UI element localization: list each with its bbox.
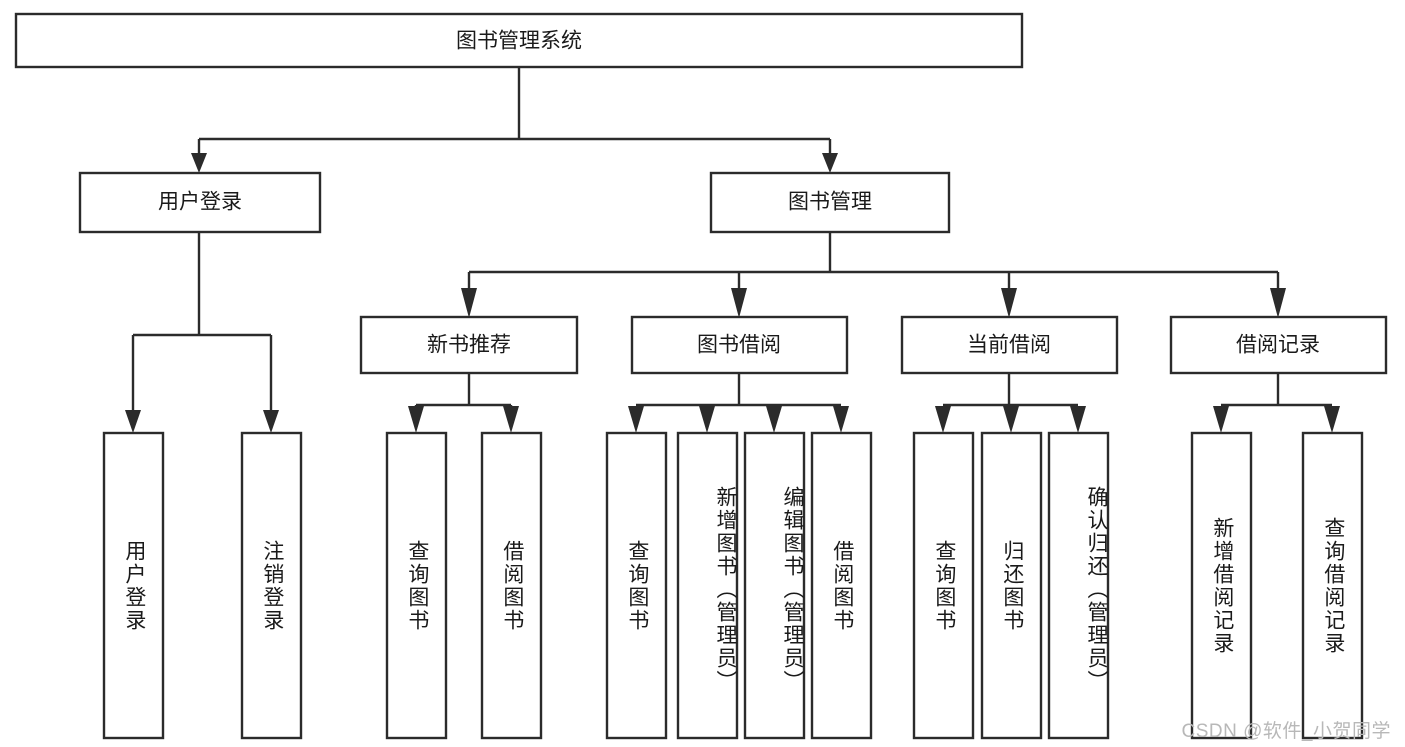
node-root-box[interactable] <box>14 12 1024 69</box>
arrow-head-icon-leaf-add-book <box>699 406 715 433</box>
node-leaf-return-book-box[interactable] <box>980 431 1043 740</box>
connector-group-new-book-recommend <box>408 373 519 433</box>
arrow-head-icon-leaf-confirm-return <box>1070 406 1086 433</box>
arrow-head-icon-book-borrow <box>731 288 747 318</box>
connector-group-book-borrow <box>628 373 849 433</box>
node-user-login-label: 用户登录 <box>158 191 242 214</box>
node-root[interactable]: 图书管理系统 <box>14 12 1024 69</box>
node-current-borrow-box[interactable] <box>900 315 1119 375</box>
arrow-head-icon-leaf-borrow-book-2 <box>833 406 849 433</box>
arrow-head-icon-leaf-user-login <box>125 410 141 433</box>
node-book-borrow[interactable]: 图书借阅 <box>630 315 849 375</box>
node-current-borrow[interactable]: 当前借阅 <box>900 315 1119 375</box>
node-leaf-borrow-book-1-box[interactable] <box>480 431 543 740</box>
node-new-book-recommend-label: 新书推荐 <box>427 334 511 357</box>
node-current-borrow-label: 当前借阅 <box>967 334 1051 357</box>
connector-group-root <box>191 67 838 173</box>
arrow-head-icon-leaf-query-record <box>1324 406 1340 433</box>
node-leaf-borrow-book-2-box[interactable] <box>810 431 873 740</box>
node-user-login-box[interactable] <box>78 171 322 234</box>
node-leaf-query-book-2-box[interactable] <box>605 431 668 740</box>
node-leaf-edit-book-box[interactable] <box>743 431 806 740</box>
csdn-watermark: CSDN @软件_小贺同学 <box>1181 721 1391 742</box>
arrow-head-icon-leaf-query-book-1 <box>408 406 424 433</box>
node-book-manage-label: 图书管理 <box>788 191 872 214</box>
node-new-book-recommend[interactable]: 新书推荐 <box>359 315 579 375</box>
node-leaf-query-record-box[interactable] <box>1301 431 1364 740</box>
node-book-manage-box[interactable] <box>709 171 951 234</box>
node-book-borrow-label: 图书借阅 <box>697 334 781 357</box>
node-leaf-query-book-3-box[interactable] <box>912 431 975 740</box>
node-borrow-record-box[interactable] <box>1169 315 1388 375</box>
arrow-head-icon-leaf-query-book-2 <box>628 406 644 433</box>
arrow-head-icon-current-borrow <box>1001 288 1017 318</box>
node-borrow-record-label: 借阅记录 <box>1236 334 1320 357</box>
connector-group-book-manage <box>461 232 1286 318</box>
connector-group-user-login <box>125 232 279 433</box>
node-borrow-record[interactable]: 借阅记录 <box>1169 315 1388 375</box>
connector-group-current-borrow <box>935 373 1086 433</box>
arrow-head-icon-leaf-logout-login <box>263 410 279 433</box>
node-book-borrow-box[interactable] <box>630 315 849 375</box>
node-new-book-recommend-box[interactable] <box>359 315 579 375</box>
arrow-head-icon-leaf-query-book-3 <box>935 406 951 433</box>
arrow-head-icon-new-book-recommend <box>461 288 477 318</box>
node-leaf-logout-login-box[interactable] <box>240 431 303 740</box>
node-root-label: 图书管理系统 <box>456 30 582 53</box>
arrow-head-icon-borrow-record <box>1270 288 1286 318</box>
arrow-head-icon-leaf-add-record <box>1213 406 1229 433</box>
connector-group-borrow-record <box>1213 373 1340 433</box>
arrow-head-icon-user-login <box>191 153 207 173</box>
node-user-login[interactable]: 用户登录 <box>78 171 322 234</box>
node-leaf-confirm-return-box[interactable] <box>1047 431 1110 740</box>
node-leaf-query-book-1-box[interactable] <box>385 431 448 740</box>
arrow-head-icon-leaf-return-book <box>1003 406 1019 433</box>
arrow-head-icon-leaf-edit-book <box>766 406 782 433</box>
arrow-head-icon-book-manage <box>822 153 838 173</box>
arrow-head-icon-leaf-borrow-book-1 <box>503 406 519 433</box>
node-book-manage[interactable]: 图书管理 <box>709 171 951 234</box>
node-leaf-add-record-box[interactable] <box>1190 431 1253 740</box>
node-leaf-add-book-box[interactable] <box>676 431 739 740</box>
node-leaf-user-login-box[interactable] <box>102 431 165 740</box>
